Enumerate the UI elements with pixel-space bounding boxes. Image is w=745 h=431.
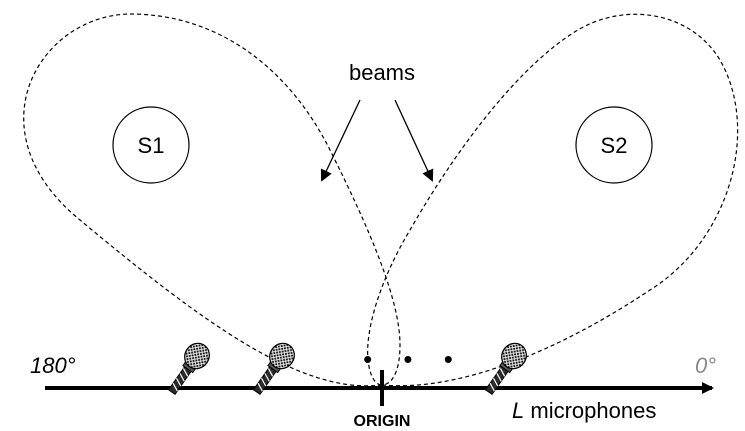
beams-arrow-right	[394, 99, 434, 182]
angle-0-label: 0°	[695, 353, 716, 378]
beam-right	[367, 13, 739, 387]
mic-count-text: microphones	[524, 398, 656, 423]
source-s2-label: S2	[601, 133, 628, 158]
source-s1: S1	[112, 106, 190, 184]
beams-arrow-left	[320, 99, 361, 182]
ellipsis-dots: • • •	[363, 344, 465, 374]
angle-180-label: 180°	[30, 353, 76, 378]
source-s2: S2	[575, 106, 653, 184]
source-s1-label: S1	[138, 133, 165, 158]
mic-count-symbol: L	[512, 398, 524, 423]
beams-label: beams	[349, 60, 415, 85]
beam-left	[23, 13, 401, 387]
origin-label: ORIGIN	[354, 413, 411, 430]
microphones-label: L microphones	[512, 398, 656, 423]
